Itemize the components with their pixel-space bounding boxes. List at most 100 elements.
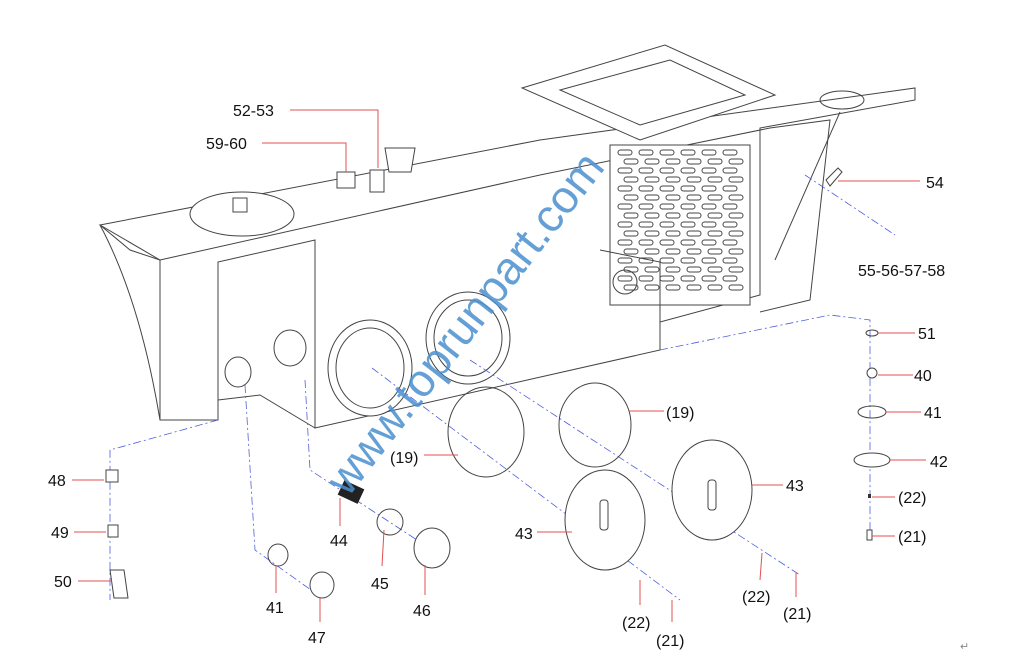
- grille-slot: [623, 212, 639, 219]
- grille-slot: [644, 176, 660, 183]
- grille-slot: [638, 239, 654, 246]
- grille-slot: [617, 275, 633, 282]
- grille-slot: [665, 176, 681, 183]
- grille-slot: [659, 239, 675, 246]
- grille-slot: [617, 185, 633, 192]
- grille-slot: [701, 275, 717, 282]
- breather-part: [336, 171, 356, 189]
- grille-slot: [722, 149, 738, 156]
- label-43-left: 43: [515, 526, 533, 543]
- tank-body: [98, 44, 916, 429]
- grille-slot: [644, 212, 660, 219]
- grille-slot: [707, 248, 723, 255]
- grille-slot: [617, 149, 633, 156]
- grille-slot: [728, 248, 744, 255]
- label-49: 49: [51, 525, 69, 542]
- grille-slot: [659, 185, 675, 192]
- grille-slot: [686, 248, 702, 255]
- label-44: 44: [330, 533, 348, 550]
- grille-slot: [665, 230, 681, 237]
- grille-slot: [707, 158, 723, 165]
- grille-slot: [623, 230, 639, 237]
- top-hatch-frame: [520, 44, 777, 141]
- grille-slot: [617, 257, 633, 264]
- grille-slot: [701, 167, 717, 174]
- label-21-right: (21): [898, 529, 926, 546]
- grille-slot: [707, 284, 723, 291]
- grille-slot: [623, 284, 639, 291]
- label-42: 42: [930, 454, 948, 471]
- grille-slot: [665, 194, 681, 201]
- grille-slot: [686, 230, 702, 237]
- filler-cap: [384, 147, 416, 173]
- grille-slot: [686, 266, 702, 273]
- grille-slot: [659, 167, 675, 174]
- grille-slot: [686, 158, 702, 165]
- grille-slot: [728, 284, 744, 291]
- grille-slot: [722, 275, 738, 282]
- grille-slot: [623, 176, 639, 183]
- label-22-mid: (22): [622, 615, 650, 632]
- label-19-left: (19): [390, 450, 418, 467]
- grille-slot: [680, 203, 696, 210]
- grille-slot: [728, 266, 744, 273]
- grille-slot: [680, 221, 696, 228]
- label-52-53: 52-53: [233, 103, 274, 120]
- grille-slot: [680, 275, 696, 282]
- grille-slot: [701, 239, 717, 246]
- label-48: 48: [48, 473, 66, 490]
- grille-slot: [638, 221, 654, 228]
- grille-slot: [686, 194, 702, 201]
- grille-slot: [623, 248, 639, 255]
- grille-slot: [722, 239, 738, 246]
- label-19-right: (19): [666, 405, 694, 422]
- grille-slot: [659, 149, 675, 156]
- top-cover-plate: [189, 191, 295, 237]
- grille-slot: [617, 167, 633, 174]
- grille-slot: [659, 221, 675, 228]
- grille-slot: [644, 230, 660, 237]
- grille-slot: [623, 194, 639, 201]
- part-labels: 52-53 59-60 54 55-56-57-58 51 40 41 42 (…: [48, 103, 969, 653]
- grille-slot: [665, 212, 681, 219]
- filler-part: [369, 169, 385, 193]
- grille-slot: [722, 257, 738, 264]
- grille-slot: [644, 248, 660, 255]
- grille-slot: [722, 203, 738, 210]
- label-41-left: 41: [266, 600, 284, 617]
- grille-slot: [644, 194, 660, 201]
- leader-lines: [72, 109, 926, 622]
- grille-slot: [638, 167, 654, 174]
- grille-slot: [644, 158, 660, 165]
- grille-slot: [680, 257, 696, 264]
- grille-slot: [722, 185, 738, 192]
- assembly-axes: [109, 174, 896, 601]
- label-59-60: 59-60: [206, 136, 247, 153]
- grille-slot: [728, 212, 744, 219]
- grille-slot: [665, 266, 681, 273]
- label-51: 51: [918, 326, 936, 343]
- grille-slot: [722, 221, 738, 228]
- grille-slot: [617, 239, 633, 246]
- label-21-lower: (21): [783, 606, 811, 623]
- grille-slot: [680, 167, 696, 174]
- label-50: 50: [54, 574, 72, 591]
- grille-slot: [686, 212, 702, 219]
- grille-slot: [665, 158, 681, 165]
- grille-slot: [701, 257, 717, 264]
- label-55-58: 55-56-57-58: [858, 263, 945, 280]
- grille-slot: [686, 176, 702, 183]
- grille-slot: [707, 212, 723, 219]
- grille-slot: [707, 230, 723, 237]
- grille-slot: [728, 158, 744, 165]
- grille-slot: [680, 185, 696, 192]
- grille-slot: [623, 158, 639, 165]
- grille-slot: [728, 230, 744, 237]
- grille-slot: [659, 203, 675, 210]
- loose-parts: [105, 167, 891, 599]
- label-47: 47: [308, 630, 326, 647]
- grille-slot: [728, 194, 744, 201]
- label-43-right: 43: [786, 478, 804, 495]
- grille-slot: [617, 203, 633, 210]
